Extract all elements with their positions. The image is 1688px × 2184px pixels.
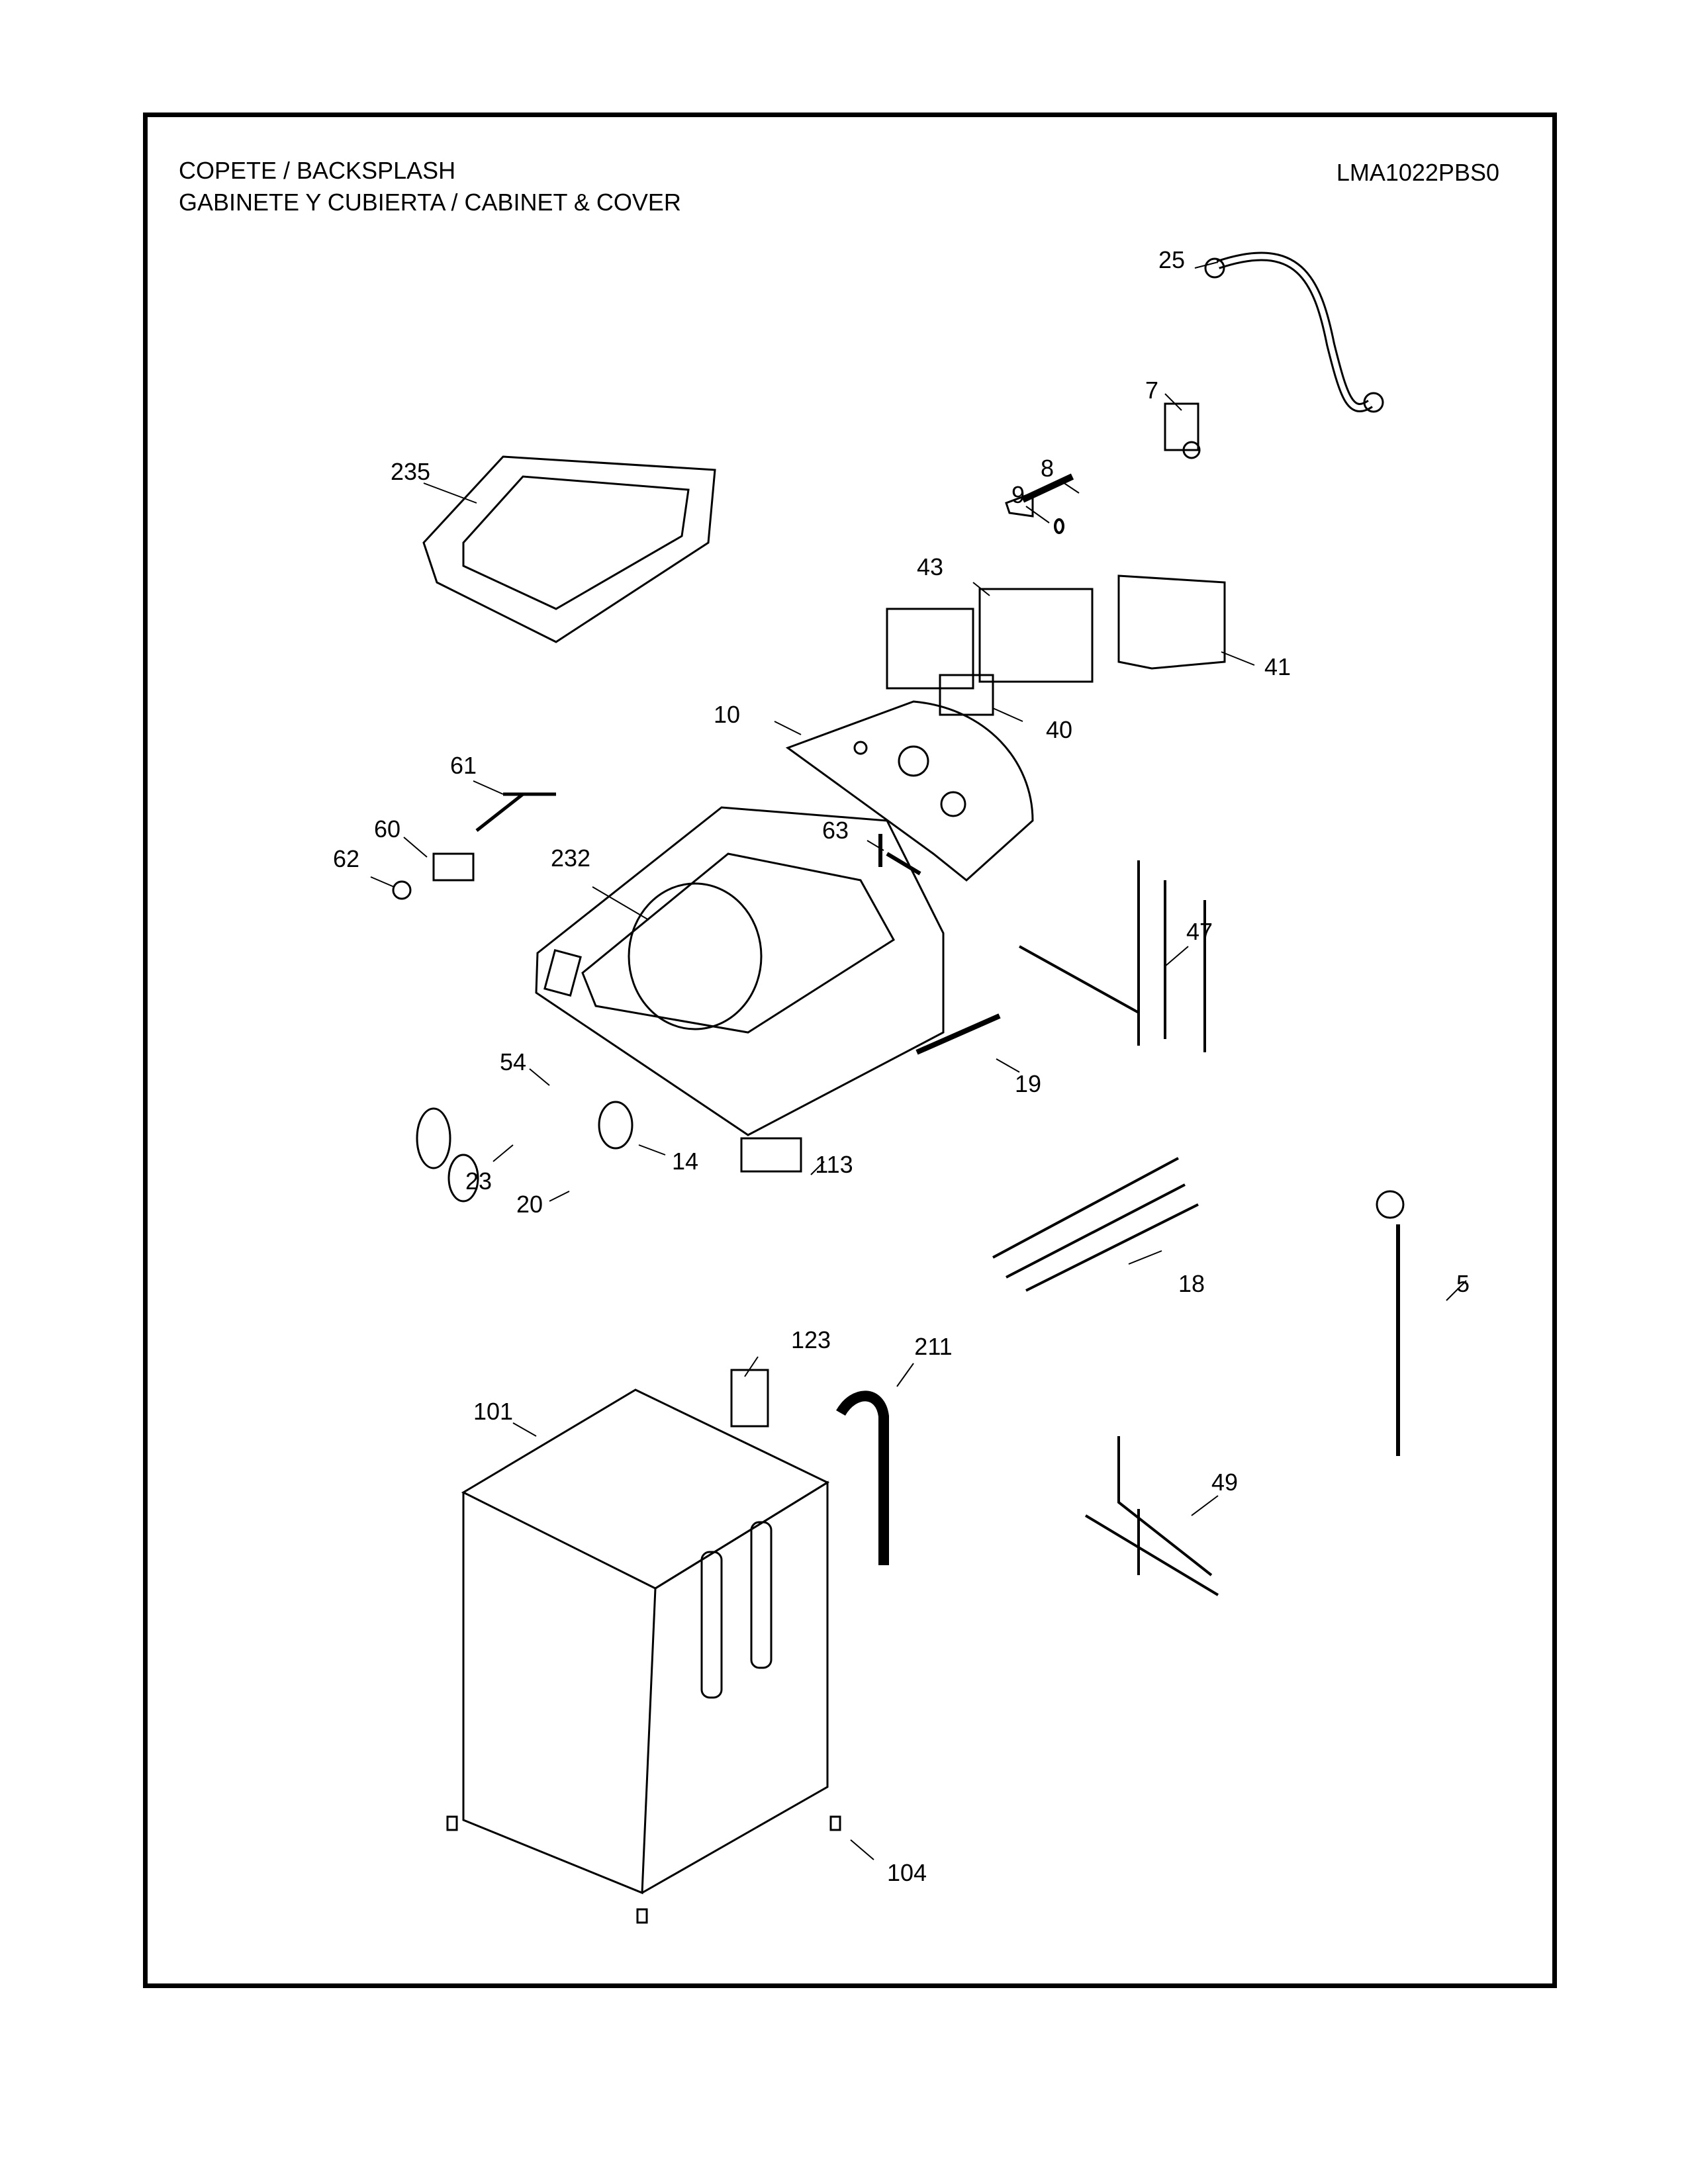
- part-label-25[interactable]: 25: [1158, 246, 1186, 273]
- part-label-18[interactable]: 18: [1178, 1270, 1205, 1297]
- part-label-9[interactable]: 9: [1011, 481, 1025, 508]
- part-label-5[interactable]: 5: [1456, 1270, 1470, 1297]
- part-label-23[interactable]: 23: [465, 1167, 492, 1195]
- lid-drawing: [422, 455, 716, 643]
- part-label-61[interactable]: 61: [449, 752, 477, 779]
- control-board-drawing: [978, 588, 1094, 683]
- part-label-104[interactable]: 104: [886, 1859, 927, 1886]
- part-label-232[interactable]: 232: [550, 844, 591, 872]
- model-number: LMA1022PBS0: [1336, 159, 1499, 186]
- harness-drawing: [992, 1157, 1199, 1292]
- part-label-43[interactable]: 43: [916, 553, 944, 580]
- part-label-19[interactable]: 19: [1014, 1070, 1042, 1097]
- part-label-41[interactable]: 41: [1264, 653, 1291, 680]
- drain-hose-drawing: [836, 1390, 889, 1565]
- top-cover-drawing: [535, 806, 945, 1136]
- part-label-235[interactable]: 235: [390, 458, 431, 485]
- part-label-20[interactable]: 20: [516, 1191, 543, 1218]
- water-valve-drawing: [1164, 402, 1199, 451]
- inlet-hose-drawing: [1204, 251, 1384, 413]
- board-bracket-drawing: [1117, 574, 1226, 670]
- part-label-113[interactable]: 113: [815, 1151, 853, 1178]
- part-label-40[interactable]: 40: [1045, 716, 1073, 743]
- part-label-14[interactable]: 14: [671, 1148, 699, 1175]
- main-harness-drawing: [1019, 860, 1206, 1052]
- motor-harness-drawing: [1084, 1436, 1219, 1596]
- part-label-47[interactable]: 47: [1186, 918, 1213, 945]
- part-label-211[interactable]: 211: [914, 1333, 953, 1360]
- part-label-62[interactable]: 62: [332, 845, 360, 872]
- cabinet-drawing: [461, 1388, 830, 1895]
- title-line-1: COPETE / BACKSPLASH: [179, 157, 456, 184]
- part-label-101[interactable]: 101: [473, 1398, 514, 1425]
- part-label-123[interactable]: 123: [790, 1326, 831, 1353]
- diagram-frame: [143, 113, 1557, 1988]
- part-label-63[interactable]: 63: [821, 817, 849, 844]
- part-label-60[interactable]: 60: [373, 815, 401, 842]
- control-panel-drawing: [785, 700, 1034, 882]
- part-label-10[interactable]: 10: [713, 701, 741, 728]
- part-label-7[interactable]: 7: [1145, 377, 1159, 404]
- title-line-2: GABINETE Y CUBIERTA / CABINET & COVER: [179, 189, 681, 216]
- part-label-54[interactable]: 54: [499, 1048, 527, 1075]
- part-label-49[interactable]: 49: [1211, 1469, 1239, 1496]
- part-label-8[interactable]: 8: [1040, 455, 1055, 482]
